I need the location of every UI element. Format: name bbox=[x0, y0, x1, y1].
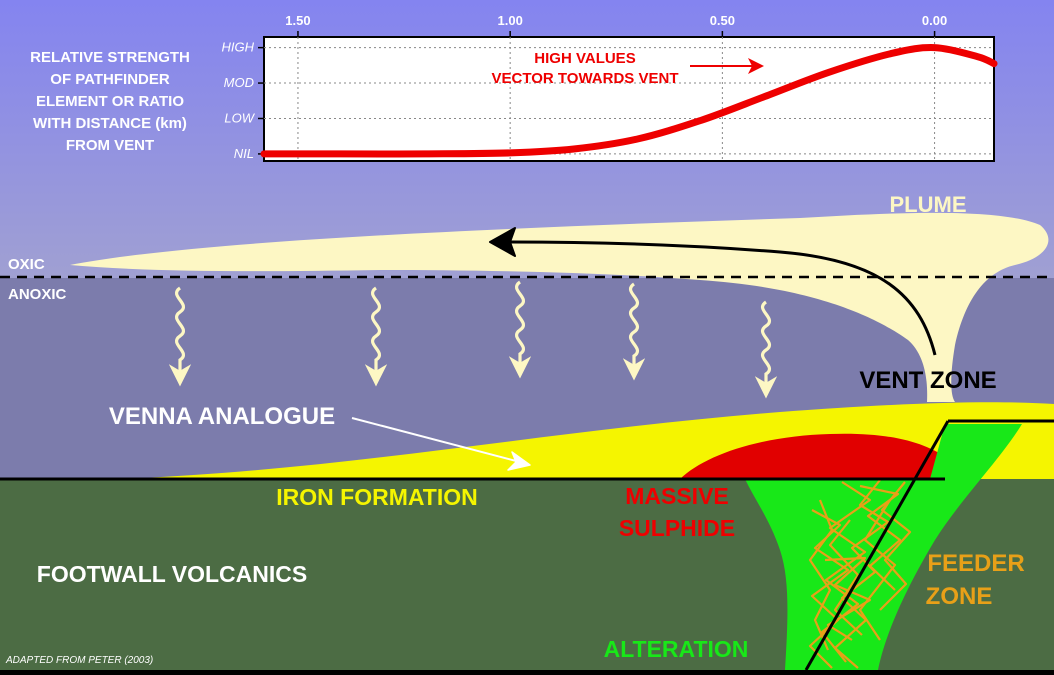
chart-title-line: ELEMENT OR RATIO bbox=[36, 93, 184, 110]
feeder-zone-label-line2: ZONE bbox=[926, 583, 993, 610]
vent-zone-label: VENT ZONE bbox=[859, 367, 996, 394]
chart-y-tick-label: HIGH bbox=[222, 40, 255, 55]
pathfinder-chart: NIL LOW MOD HIGH 1.50 1.00 0.50 0.00 HIGH VALU… bbox=[222, 13, 998, 162]
venna-analogue-pointer bbox=[351, 417, 521, 463]
growth-fault bbox=[804, 420, 950, 671]
plume-flow-arrow bbox=[509, 240, 937, 356]
chart-x-tick-label: 1.00 bbox=[498, 13, 523, 28]
oxic-label: OXIC bbox=[8, 256, 45, 273]
chart-x-ticks: 1.50 1.00 0.50 0.00 bbox=[285, 13, 947, 37]
alteration-label: ALTERATION bbox=[604, 636, 749, 662]
chart-annotation-text: VECTOR TOWARDS VENT bbox=[492, 70, 679, 87]
chart-annotation-text: HIGH VALUES bbox=[534, 50, 635, 67]
chart-x-tick-label: 1.50 bbox=[285, 13, 310, 28]
feeder-zone-label-line1: FEEDER bbox=[927, 550, 1024, 577]
plume-flow-arrowhead bbox=[489, 227, 516, 257]
footwall-volcanics-label: FOOTWALL VOLCANICS bbox=[37, 561, 307, 587]
chart-title-line: FROM VENT bbox=[66, 137, 154, 154]
chart-title-line: RELATIVE STRENGTH bbox=[30, 49, 190, 66]
chart-title-line: WITH DISTANCE (km) bbox=[33, 115, 187, 132]
iron-formation-label: IRON FORMATION bbox=[276, 484, 477, 510]
chart-annotations: HIGH VALUES VECTOR TOWARDS VENT bbox=[492, 50, 679, 87]
chart-y-tick-label: NIL bbox=[234, 146, 254, 161]
massive-sulphide-label-line2: SULPHIDE bbox=[619, 515, 735, 541]
plume-label: PLUME bbox=[890, 192, 967, 217]
anoxic-label: ANOXIC bbox=[8, 286, 67, 303]
chart-y-tick-label: MOD bbox=[224, 75, 254, 90]
chart-title: RELATIVE STRENGTH OF PATHFINDER ELEMENT OR… bbox=[30, 49, 190, 154]
chart-title-line: OF PATHFINDER bbox=[50, 71, 170, 88]
chart-y-tick-label: LOW bbox=[224, 110, 255, 125]
venna-pointer-arrowhead bbox=[507, 451, 531, 471]
chart-series-line bbox=[260, 44, 998, 158]
chart-x-tick-label: 0.00 bbox=[922, 13, 947, 28]
chart-y-ticks: NIL LOW MOD HIGH bbox=[222, 40, 264, 161]
chart-x-tick-label: 0.50 bbox=[710, 13, 735, 28]
massive-sulphide-label-line1: MASSIVE bbox=[625, 483, 729, 509]
credit-label: ADAPTED FROM PETER (2003) bbox=[5, 655, 153, 666]
venna-analogue-label: VENNA ANALOGUE bbox=[109, 403, 335, 430]
alteration-zone bbox=[745, 424, 1022, 670]
chart-annotation-arrowhead bbox=[748, 58, 764, 74]
plume-shape bbox=[70, 212, 1049, 402]
fallout-arrow bbox=[754, 300, 778, 399]
fallout-arrow bbox=[622, 282, 646, 381]
particle-fallout bbox=[168, 280, 778, 399]
feeder-zone-veins bbox=[808, 479, 912, 669]
fallout-arrow bbox=[364, 286, 388, 387]
massive-sulphide-lens bbox=[680, 433, 960, 479]
fallout-arrow bbox=[508, 280, 532, 379]
fallout-arrow bbox=[168, 286, 192, 387]
